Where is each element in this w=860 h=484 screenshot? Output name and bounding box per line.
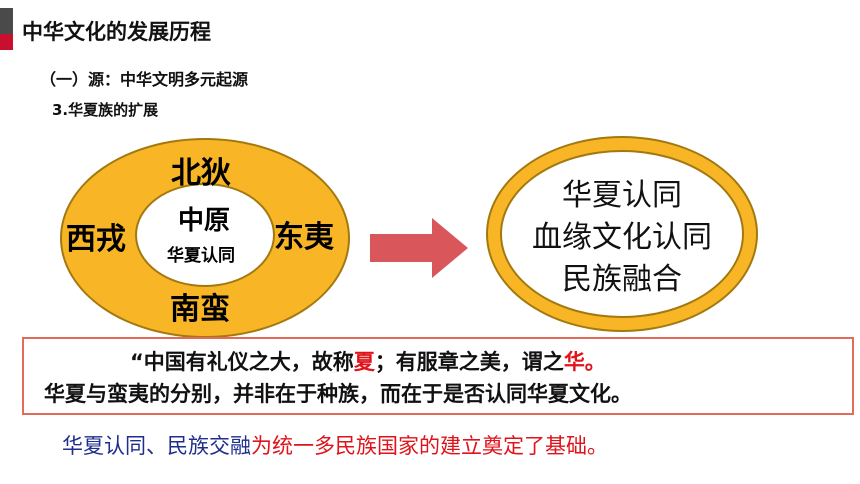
quote-box [22, 337, 854, 415]
label-center-sub: 华夏认同 [167, 246, 235, 266]
quote-highlight-hua: 华。 [563, 350, 606, 374]
label-west: 西戎 [66, 222, 126, 257]
result-line-3: 民族融合 [562, 262, 682, 297]
header-accent-bar [0, 8, 13, 34]
conclusion-red: 为统一多民族国家的建立奠定了基础。 [251, 434, 608, 458]
page-title: 中华文化的发展历程 [22, 20, 211, 44]
label-south: 南蛮 [170, 292, 230, 327]
result-line-2: 血缘文化认同 [532, 220, 712, 255]
label-center-main: 中原 [178, 206, 231, 236]
label-north: 北狄 [171, 156, 231, 191]
subsection-heading: 3.华夏族的扩展 [52, 101, 159, 119]
header-accent-bar-red [0, 34, 13, 50]
result-line-1: 华夏认同 [562, 178, 682, 213]
section-heading: （一）源：中华文明多元起源 [40, 70, 249, 89]
quote-highlight-xia: 夏 [353, 350, 375, 374]
quote-text: “中国有礼仪之大，故称 [130, 350, 354, 374]
quote-text: ；有服章之美，谓之 [374, 350, 564, 374]
conclusion-blue: 华夏认同、民族交融 [62, 434, 251, 458]
inner-circle-right [500, 150, 744, 318]
right-arrow-icon [370, 218, 468, 278]
quote-line-1: “中国有礼仪之大，故称夏；有服章之美，谓之华。 [130, 346, 606, 376]
conclusion-text: 华夏认同、民族交融为统一多民族国家的建立奠定了基础。 [62, 430, 608, 460]
label-east: 东夷 [274, 220, 334, 255]
inner-circle-left [135, 183, 275, 287]
quote-line-2: 华夏与蛮夷的分别，并非在于种族，而在于是否认同华夏文化。 [44, 382, 632, 406]
